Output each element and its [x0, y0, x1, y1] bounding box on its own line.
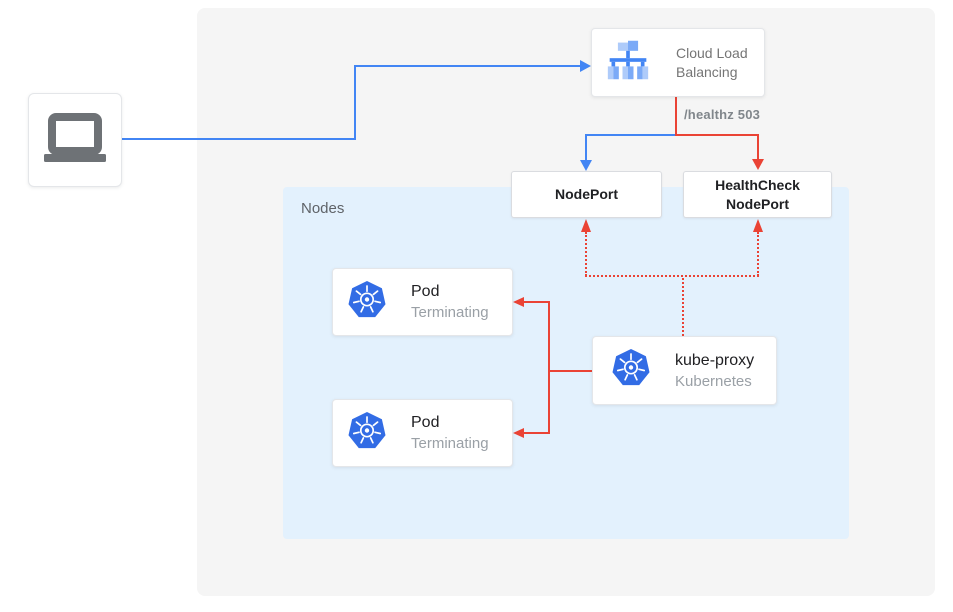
kubernetes-icon — [347, 280, 387, 325]
kubernetes-icon — [611, 348, 651, 393]
kubeproxy-to-pod2-connector-segment — [522, 432, 550, 434]
client-to-lb-connector-segment — [121, 138, 355, 140]
kubeproxy-to-pods-connector-segment — [550, 370, 593, 372]
pod-2-status: Terminating — [411, 435, 489, 452]
lb-to-nodeport-connector-segment — [585, 134, 587, 162]
laptop-icon — [42, 112, 108, 168]
kube-proxy-node: kube-proxy Kubernetes — [592, 336, 777, 405]
arrowhead-into-load-balancer — [580, 60, 591, 72]
kubeproxy-to-pods-connector-segment — [548, 301, 550, 434]
pod-1-node: Pod Terminating — [332, 268, 513, 336]
arrowhead-into-healthcheck-nodeport — [752, 159, 764, 170]
arrowhead-into-pod1 — [513, 297, 524, 307]
nodeport-node: NodePort — [511, 171, 662, 218]
pod-2-node: Pod Terminating — [332, 399, 513, 467]
kubeproxy-to-healthcheck-dotted-segment — [757, 232, 759, 276]
lb-to-nodeport-connector-segment — [586, 134, 676, 136]
kubeproxy-to-pod1-connector-segment — [522, 301, 550, 303]
cloud-load-balancing-node: Cloud Load Balancing — [591, 28, 765, 97]
kubeproxy-to-nodeport-dotted-segment — [585, 232, 587, 276]
healthcheck-nodeport-label-line1: HealthCheck — [715, 176, 800, 193]
healthcheck-nodeport-node: HealthCheck NodePort — [683, 171, 832, 218]
arrowhead-into-healthcheck-bottom — [753, 219, 763, 232]
healthz-status-label: /healthz 503 — [684, 107, 761, 122]
pod-2-title: Pod — [411, 414, 440, 431]
client-to-lb-connector-segment — [354, 65, 356, 140]
kubeproxy-to-nodeports-dotted-segment — [585, 275, 759, 277]
cloud-load-balancing-icon — [606, 39, 650, 86]
lb-healthcheck-connector-segment — [757, 134, 759, 161]
arrowhead-into-pod2 — [513, 428, 524, 438]
client-to-lb-connector-segment — [354, 65, 582, 67]
client-node — [28, 93, 122, 187]
nodes-group-label: Nodes — [301, 200, 345, 217]
cloud-load-balancing-label: Cloud Load Balancing — [676, 44, 748, 82]
kube-proxy-title: kube-proxy — [675, 351, 755, 369]
arrowhead-into-nodeport — [580, 160, 592, 171]
pod-1-title: Pod — [411, 283, 440, 300]
kubeproxy-to-nodeports-dotted-segment — [682, 278, 684, 336]
pod-1-status: Terminating — [411, 304, 489, 321]
kube-proxy-subtitle: Kubernetes — [675, 372, 752, 390]
cloud-load-balancing-label-line1: Cloud Load — [676, 44, 748, 61]
nodeport-label: NodePort — [555, 186, 618, 202]
healthcheck-nodeport-label-line2: NodePort — [726, 195, 789, 212]
kubernetes-icon — [347, 411, 387, 456]
arrowhead-into-nodeport-bottom — [581, 219, 591, 232]
lb-healthcheck-connector-segment — [675, 97, 677, 136]
lb-healthcheck-connector-segment — [675, 134, 759, 136]
cloud-load-balancing-label-line2: Balancing — [676, 63, 738, 80]
